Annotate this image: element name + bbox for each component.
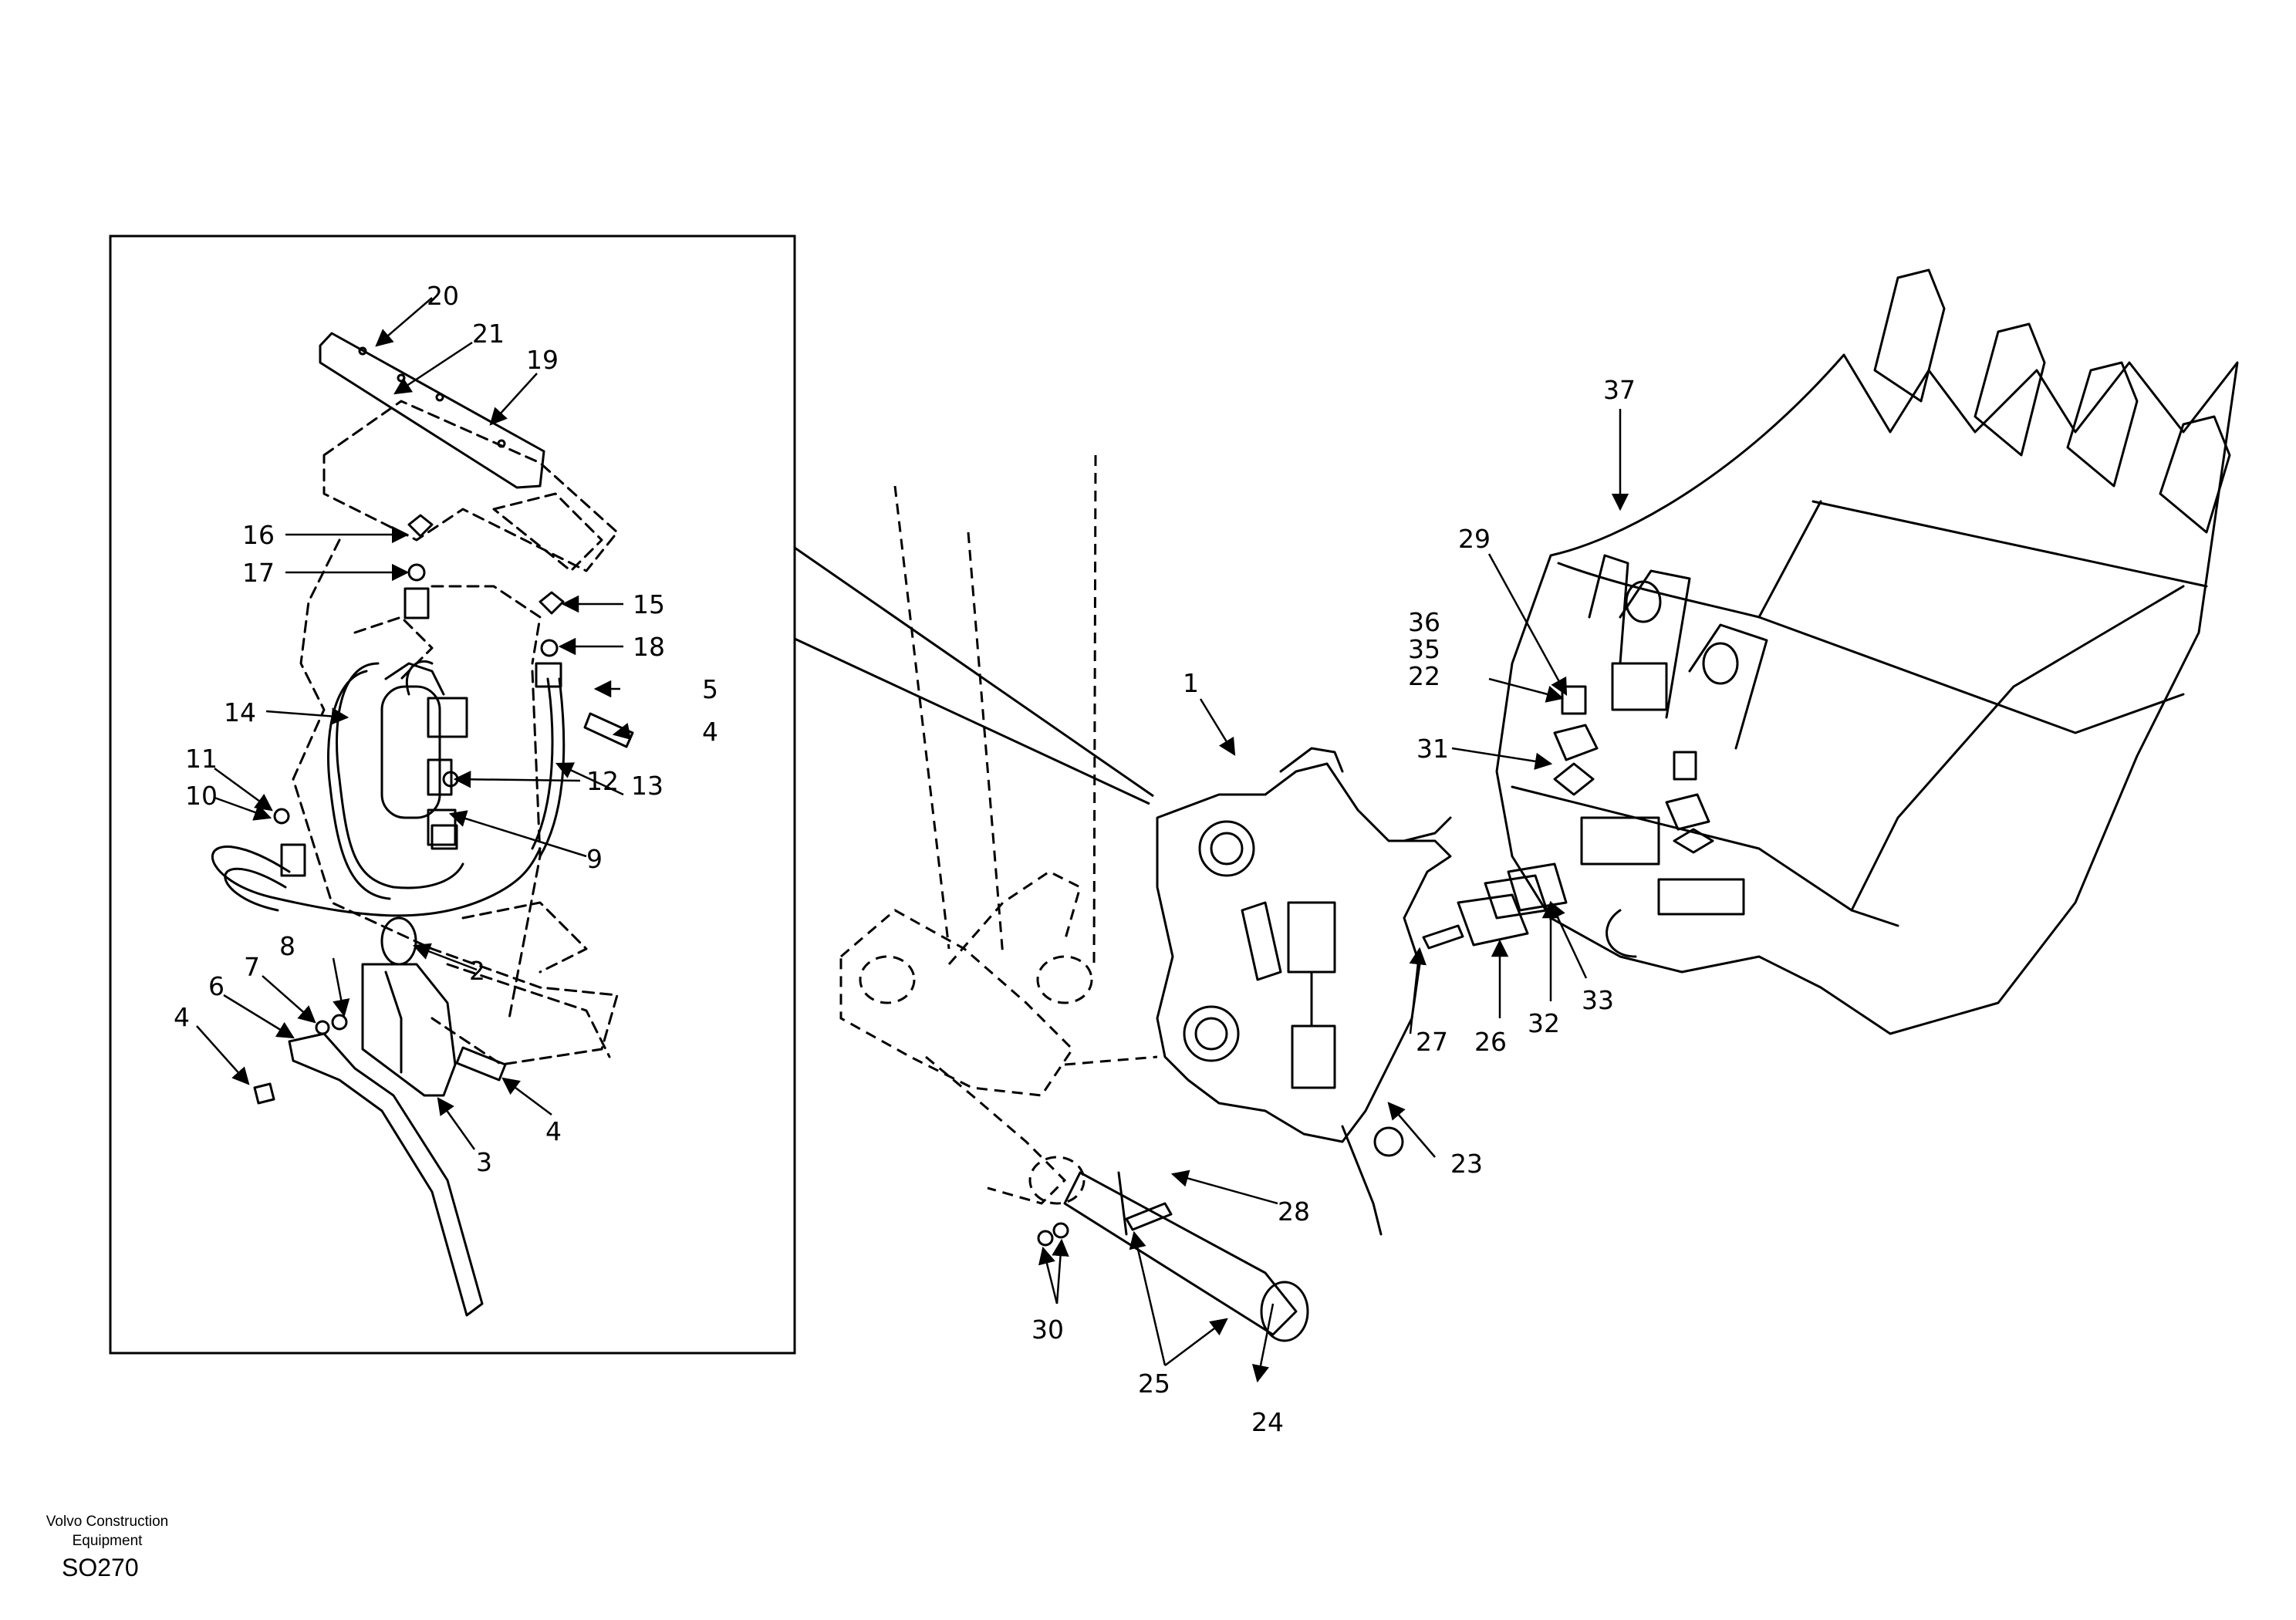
callout-12: 11 — [185, 744, 218, 774]
quick-coupler-drawing — [1156, 747, 1452, 1236]
zoom-line-bottom — [794, 637, 1150, 805]
callout-2: 2 — [469, 956, 485, 986]
boom-linkage-outline — [839, 454, 1158, 1205]
company-name: Volvo Construction Equipment — [19, 1512, 196, 1551]
callout-31: 30 — [1032, 1315, 1064, 1345]
callout-36: 36 — [1408, 607, 1440, 637]
callout-6: 6 — [208, 971, 225, 1001]
callout-14: 13 — [631, 771, 663, 801]
leader-lines — [196, 297, 1629, 1383]
company-line-1: Volvo Construction — [46, 1514, 169, 1530]
callout-4a: 4 — [702, 717, 718, 747]
callout-19: 18 — [633, 632, 665, 662]
callout-4b: 4 — [545, 1116, 562, 1146]
callout-10: 9 — [586, 844, 603, 874]
detail-inset-frame — [109, 235, 796, 1355]
callout-21: 20 — [427, 281, 459, 311]
callout-24: 23 — [1450, 1149, 1483, 1179]
callout-11: 10 — [185, 781, 218, 811]
callout-7: 4 — [174, 1002, 190, 1032]
drawing-code: SO270 — [62, 1554, 139, 1581]
callout-16: 15 — [633, 589, 665, 619]
callout-5: 5 — [702, 674, 718, 704]
callout-27: 26 — [1474, 1027, 1507, 1057]
lock-cylinder-assembly-drawing — [211, 332, 634, 1317]
small-parts — [1037, 685, 1714, 1342]
callout-33: 32 — [1528, 1008, 1560, 1038]
callout-8: 7 — [244, 952, 260, 982]
callout-20: 19 — [526, 345, 559, 375]
callout-32: 31 — [1416, 734, 1449, 764]
callout-29: 28 — [1278, 1196, 1310, 1227]
callout-25: 24 — [1251, 1407, 1284, 1437]
callout-labels: 20 21 19 16 17 15 18 5 4 14 11 10 13 12 … — [174, 281, 1636, 1437]
callout-34: 33 — [1582, 985, 1614, 1015]
callout-26: 25 — [1138, 1369, 1170, 1399]
zoom-line-top — [794, 546, 1154, 798]
callout-1: 1 — [1183, 668, 1199, 698]
bucket-drawing — [1495, 268, 2239, 1035]
callout-28: 27 — [1416, 1027, 1448, 1057]
callout-3: 3 — [476, 1147, 492, 1177]
company-line-2: Equipment — [72, 1533, 143, 1549]
callout-13: 12 — [586, 766, 619, 796]
callout-23: 22 — [1408, 661, 1440, 691]
callout-9: 8 — [279, 931, 295, 961]
callout-15: 14 — [224, 697, 256, 727]
callout-35: 35 — [1408, 634, 1440, 664]
callout-30: 29 — [1458, 524, 1491, 554]
callout-18: 17 — [242, 558, 275, 588]
callout-22: 21 — [472, 319, 505, 349]
callout-37: 37 — [1603, 375, 1636, 405]
callout-17: 16 — [242, 520, 275, 550]
